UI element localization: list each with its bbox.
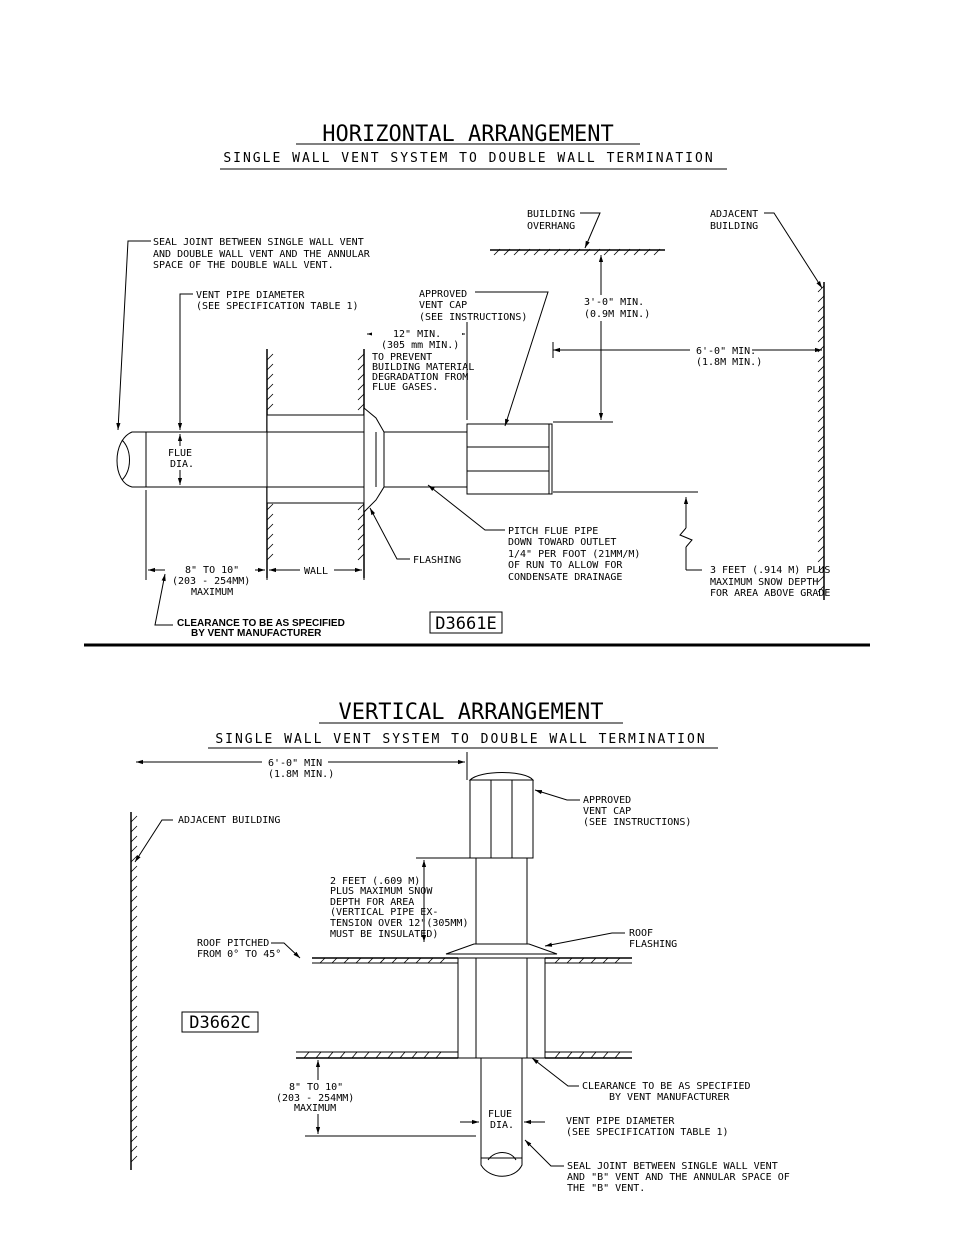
seal-joint-label-h: SEAL JOINT BETWEEN SINGLE WALL VENT AND … <box>153 237 376 271</box>
flue-dia-label-v: FLUE DIA. <box>488 1109 518 1131</box>
roof-flashing-v <box>445 943 558 955</box>
dim-3ft-min: 3'-0" MIN. (0.9M MIN.) <box>584 297 650 320</box>
code-box-h <box>429 611 503 634</box>
flashing-label-h: FLASHING <box>413 555 461 566</box>
drawing-code-h: D3661E <box>435 614 496 634</box>
vent-pipe-diameter-label-v: VENT PIPE DIAMETER (SEE SPECIFICATION TA… <box>566 1116 729 1138</box>
vent-pipe-diameter-label-h: VENT PIPE DIAMETER (SEE SPECIFICATION TA… <box>196 290 359 312</box>
code-box-v <box>181 1011 259 1033</box>
horizontal-section: HORIZONTAL ARRANGEMENT SINGLE WALL VENT … <box>116 122 836 639</box>
seal-joint-label-v: SEAL JOINT BETWEEN SINGLE WALL VENT AND … <box>567 1161 796 1194</box>
clearance-label-v: CLEARANCE TO BE AS SPECIFIED BY VENT MAN… <box>582 1081 757 1103</box>
vertical-subtitle: SINGLE WALL VENT SYSTEM TO DOUBLE WALL T… <box>215 732 706 747</box>
approved-cap-label-v: APPROVED VENT CAP (SEE INSTRUCTIONS) <box>583 795 691 828</box>
roof-thimble-v <box>457 957 546 1059</box>
wall-thimble <box>266 414 365 504</box>
dim-8-10-label-h: 8" TO 10" (203 - 254MM) MAXIMUM <box>172 565 256 598</box>
dim-6ft-min-v: 6'-0" MIN (1.8M MIN.) <box>268 758 334 780</box>
double-wall-pipe-v <box>475 857 528 945</box>
adjacent-building-vertical <box>130 812 138 1170</box>
vent-cap-v <box>468 772 535 859</box>
adjacent-building-horizontal <box>817 282 825 600</box>
roof-v <box>312 957 632 964</box>
horizontal-subtitle: SINGLE WALL VENT SYSTEM TO DOUBLE WALL T… <box>223 151 714 166</box>
three-feet-snow-label: 3 FEET (.914 M) PLUS MAXIMUM SNOW DEPTH … <box>710 565 836 599</box>
flue-dia-label-h: FLUE DIA. <box>168 448 198 470</box>
roof-flashing-label: ROOF FLASHING <box>629 928 677 950</box>
drawing-code-v: D3662C <box>189 1013 250 1033</box>
prevent-degradation-note: TO PREVENT BUILDING MATERIAL DEGRADATION… <box>372 352 480 393</box>
vent-cap-h <box>466 423 553 495</box>
approved-cap-label-h: APPROVED VENT CAP (SEE INSTRUCTIONS) <box>419 289 527 323</box>
adjacent-building-label-v: ADJACENT BUILDING <box>178 815 280 826</box>
building-overhang-label: BUILDING OVERHANG <box>527 209 581 232</box>
horizontal-title: HORIZONTAL ARRANGEMENT <box>322 122 613 147</box>
flashing-h <box>363 406 385 514</box>
single-wall-pipe-h <box>145 431 268 488</box>
dim-8-10-label-v: 8" TO 10" (203 - 254MM) MAXIMUM <box>276 1082 360 1114</box>
dim-12in-min: 12" MIN. (305 mm MIN.) <box>381 329 459 351</box>
clearance-label-h: CLEARANCE TO BE AS SPECIFIED BY VENT MAN… <box>177 618 348 639</box>
dim-6ft-min-h: 6'-0" MIN. (1.8M MIN.) <box>696 346 762 368</box>
pitch-flue-pipe-label: PITCH FLUE PIPE DOWN TOWARD OUTLET 1/4" … <box>508 526 646 583</box>
double-wall-pipe-h <box>383 431 468 488</box>
adjacent-building-label-h: ADJACENT BUILDING <box>710 209 764 232</box>
roof-pitched-label: ROOF PITCHED FROM 0° TO 45° <box>197 938 281 960</box>
vertical-title: VERTICAL ARRANGEMENT <box>339 700 604 725</box>
building-overhang <box>490 248 665 256</box>
wall-dimension-label: WALL <box>304 566 328 577</box>
two-feet-note: 2 FEET (.609 M) PLUS MAXIMUM SNOW DEPTH … <box>330 876 475 940</box>
vertical-section: VERTICAL ARRANGEMENT SINGLE WALL VENT SY… <box>130 700 796 1194</box>
